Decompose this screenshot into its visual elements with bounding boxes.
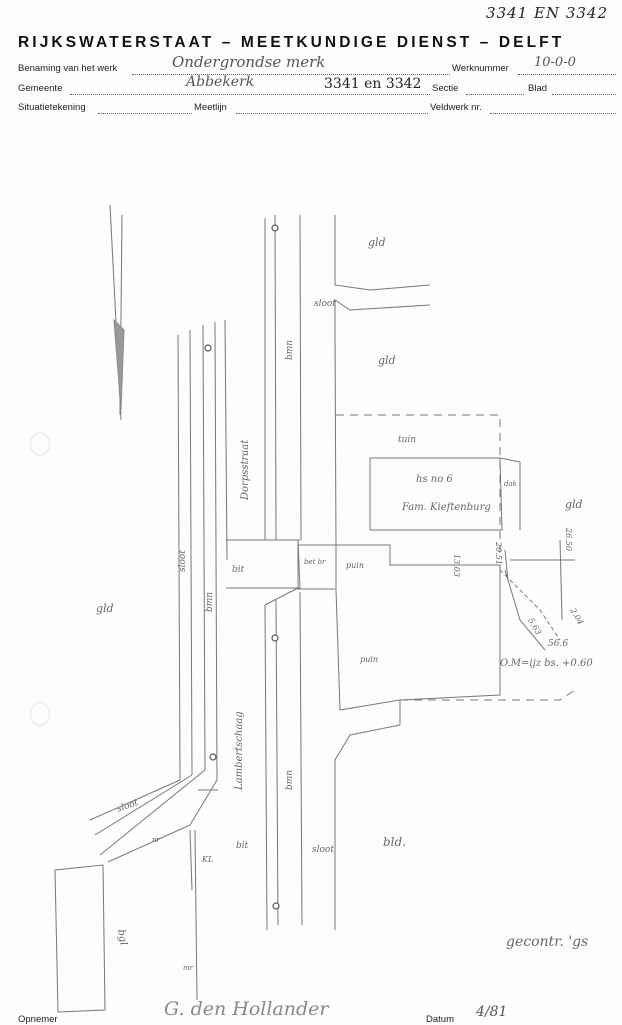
opnemer-value: G. den Hollander: [164, 998, 329, 1020]
measure: 20.51: [494, 541, 503, 565]
marker-icon: [204, 344, 212, 352]
label-tuin: tuin: [398, 435, 416, 445]
label-bld: bld.: [383, 835, 406, 849]
label-bit: bit: [232, 565, 245, 575]
label-ondergronds-merk: O.M=ijz bs. +0.60: [500, 658, 593, 669]
label-beton: bet br: [304, 558, 326, 566]
label-nr: nr: [152, 836, 161, 844]
label-street: Dorpsstraat: [240, 439, 251, 501]
veldwerk-label: Veldwerk nr.: [430, 102, 482, 113]
benaming-label: Benaming van het werk: [18, 63, 118, 74]
label-family: Fam. Kieftenburg: [401, 502, 491, 513]
marker-icon: [271, 634, 279, 642]
blad-label: Blad: [528, 83, 548, 94]
werknummer-value: 10-0-0: [534, 55, 576, 70]
measure: 26.50: [564, 527, 573, 551]
label-bgl: bgl: [115, 929, 129, 947]
label-sloot: sloot: [314, 299, 336, 309]
road-left-edge: [177, 334, 181, 781]
gemeente-number: 3341 en 3342: [324, 76, 422, 92]
label-gld: gld: [368, 236, 386, 249]
werknummer-label: Werknummer: [452, 63, 509, 74]
label-dak: dak: [504, 480, 517, 488]
marker-icon: [209, 753, 217, 761]
measure: 2.04: [568, 606, 585, 627]
measure: 5.63: [526, 617, 543, 637]
label-bit: bit: [236, 841, 249, 851]
garden-boundary: [336, 414, 501, 555]
label-bmn: bmn: [285, 770, 295, 790]
label-kl: KL: [201, 855, 213, 864]
label-street: Lambertschaag: [234, 711, 245, 791]
label-mr: mr: [183, 964, 194, 972]
marker-icon: [272, 902, 280, 910]
label-sloot: sloot: [312, 845, 334, 855]
label-gld: gld: [565, 498, 583, 511]
opnemer-label: Opnemer: [18, 1014, 58, 1025]
datum-label: Datum: [426, 1014, 454, 1025]
label-gld: gld: [96, 602, 114, 615]
north-arrow-icon: [113, 318, 125, 411]
measure: 13.03: [452, 554, 461, 577]
marker-icon: [271, 224, 279, 232]
label-bmn: bmn: [285, 340, 295, 360]
punch-hole: [30, 702, 50, 726]
gemeente-label: Gemeente: [18, 83, 63, 94]
gemeente-value: Abbekerk: [186, 74, 255, 90]
sheet-number: 3341 EN 3342: [486, 4, 608, 22]
label-gld: gld: [378, 354, 396, 367]
label-gecontroleerd: gecontr. 'gs: [506, 934, 588, 950]
label-sloot: sloot: [116, 798, 140, 815]
punch-hole: [30, 432, 50, 456]
measure: 56.6: [548, 639, 568, 649]
label-puin: puin: [346, 561, 364, 570]
datum-value: 4/81: [476, 1004, 508, 1020]
label-puin: puin: [360, 655, 378, 664]
label-house-number: hs no 6: [416, 474, 453, 485]
label-sloot: sloot: [178, 550, 188, 572]
house-outline: [369, 457, 503, 531]
sectie-label: Sectie: [432, 83, 459, 94]
benaming-value: Ondergrondse merk: [172, 53, 326, 71]
meetlijn-label: Meetlijn: [194, 102, 227, 113]
page-title: RIJKSWATERSTAAT – MEETKUNDIGE DIENST – D…: [18, 34, 565, 51]
label-bmn: bmn: [205, 592, 215, 612]
situatietekening-label: Situatietekening: [18, 102, 86, 113]
